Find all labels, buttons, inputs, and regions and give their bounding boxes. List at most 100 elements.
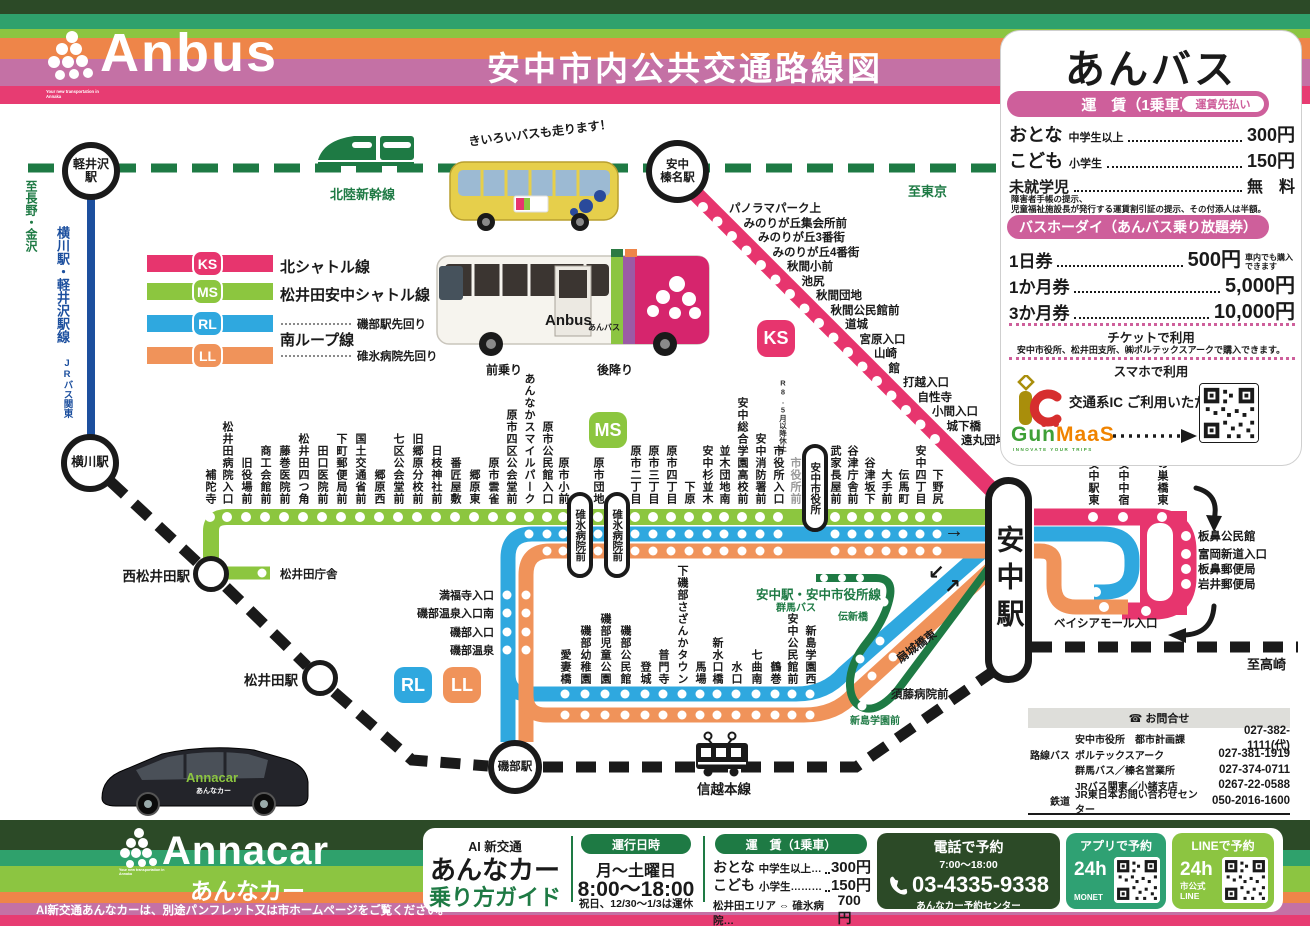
stop-dot [1181,564,1191,574]
shinetsu-line [106,476,1298,773]
stop-dot [658,689,668,699]
to-nagano-label: 至長野・金沢 [24,180,38,252]
stop-dot [712,216,723,227]
stop-dot [560,689,570,699]
header-stripe [0,0,1310,14]
stop-dot [521,645,531,655]
ticket-title: チケットで利用 [1107,331,1195,345]
annacar-guide-card: AI 新交通 あんなカー 乗り方ガイド 運行日時 月～土曜日 8:00～18:0… [423,828,1283,926]
stop-dot [630,546,640,556]
bus-stop-label: 新島学園西 [804,625,816,685]
bus-stop-label: 旧郷原分校前 [411,433,423,505]
bus-stop-label: 商工会館前 [259,445,271,505]
stop-dot [698,202,708,212]
stop-dot [469,512,479,522]
fare-row: こども 小学生 150円 [1009,147,1295,173]
legend-badge-rl: RL [192,310,223,337]
bus-stop-label: 原市四丁目 [665,445,677,505]
bus-stop-label: 安中公民館前 [786,613,798,685]
stop-dot [260,512,270,522]
bus-stop-label: 安中駅東 [1087,458,1099,506]
map-badge-ks: KS [757,320,795,357]
bus-stop-label: 下町郵便局前 [335,433,347,505]
stop-dot [915,546,925,556]
fare-price: 150円 [1246,151,1295,171]
bus-stop-label: 原市小前 [557,457,569,505]
fare-label: こども [713,877,755,893]
fare-label: おとな [1009,125,1063,145]
stop-dot [684,546,694,556]
jr-bus-line-label: 横川駅・軽井沢駅線 [55,226,70,343]
stop-dot [770,710,780,720]
stop-dot [731,689,741,699]
station-nishi-matsuida-label: 西松井田駅 [122,569,191,584]
bus-stop-label: 安中総合学園高校前 [736,397,748,505]
shinkansen-icon [318,136,414,166]
stop-dot [755,529,765,539]
gunmaas-tagline: INNOVATE YOUR TRIPS [1013,447,1093,452]
stop-dot [755,546,765,556]
stop-dot [620,710,630,720]
guide-line3: 乗り方ガイド [428,885,561,910]
fare-label: こども [1009,151,1063,171]
stop-dot [805,689,815,699]
stop-dot [864,529,874,539]
contact-box: ☎ お問合せ 安中市役所 都市計画課 027-382-1111(代) 路線バス … [1028,708,1290,835]
to-takasaki-label: 至高崎 [1247,657,1287,672]
fare-label: 未就学児 [1009,179,1070,196]
stop-dot [502,627,512,637]
contact-phone: 027-374-0711 [1219,763,1290,776]
stop-dot [881,512,891,522]
station-isobe: 磯部駅 [488,740,542,794]
bus-stop-label: 並木団地南 [718,445,730,505]
bus-stop-label: 遠丸団地 [961,435,1007,447]
contact-category: 鉄道 [1050,797,1070,809]
bus-stop-label: 自性寺 [917,391,953,404]
bus-stop-label: 富岡新道入口 [1198,549,1267,561]
map-badge-ms: MS [589,412,627,448]
dotted-leader [1074,317,1209,319]
annacar-vehicle-logo: Annacar [186,770,239,785]
pass-label: 1か月券 [1009,278,1070,297]
bus-stop-label: 安中中宿 [1117,458,1129,506]
legend-label-south-loop: 南ループ線 [280,332,355,349]
schedule-hours: 8:00～18:00 [577,878,695,901]
stop-dot [580,689,590,699]
line-booking-box: LINEで予約 24h 市公式 LINE [1172,833,1274,909]
bus-stop-label: 市役所入口 [772,445,784,505]
line-24h: 24h [1180,859,1213,880]
footer-fare-row: こども 小学生……… 150円 [713,874,871,895]
stop-dot [872,376,882,386]
bus-stop-label: 番匠屋敷 [449,457,461,505]
phone-number: 03-4335-9338 [911,872,1049,897]
stop-dot [502,645,512,655]
card-separator [1009,323,1295,326]
stop-dot [881,529,891,539]
stop-dot [787,689,797,699]
stop-dot [560,710,570,720]
gunmaas-logo: GunMaaS [1011,423,1115,447]
bus-stop-label: 藤巻医院前 [278,445,290,505]
route-gunma-bus [816,566,992,713]
app-booking-box: アプリで予約 24h MONET [1066,833,1166,909]
annacar-vehicle-image [101,747,309,816]
bus-stop-label: 岩井郵便局 [1198,579,1256,591]
stop-dot [558,512,568,522]
direction-arrow-right: → [944,520,964,542]
route-ll-south [518,564,996,723]
contact-row: 路線バス ポルテックスアーク 027-381-1919 [1028,747,1290,763]
stop-dot [658,710,668,720]
stop-dot [666,546,676,556]
bus-stop-label: 原市公民館入口 [541,421,553,505]
stop-dot [648,529,658,539]
stop-dot [558,529,568,539]
dotted-leader [1107,166,1242,168]
contact-row: 群馬バス／榛名営業所 027-374-0711 [1028,762,1290,778]
bus-stop-label: 館 [888,362,901,375]
contact-phone: 050-2016-1600 [1211,794,1290,807]
stop-dot [847,546,857,556]
contact-row: 鉄道 JR東日本お問い合わせセンター 050-2016-1600 [1028,790,1290,816]
ms-suspended-note: R8.5月以降休止 [778,378,788,453]
stop-dot [630,529,640,539]
